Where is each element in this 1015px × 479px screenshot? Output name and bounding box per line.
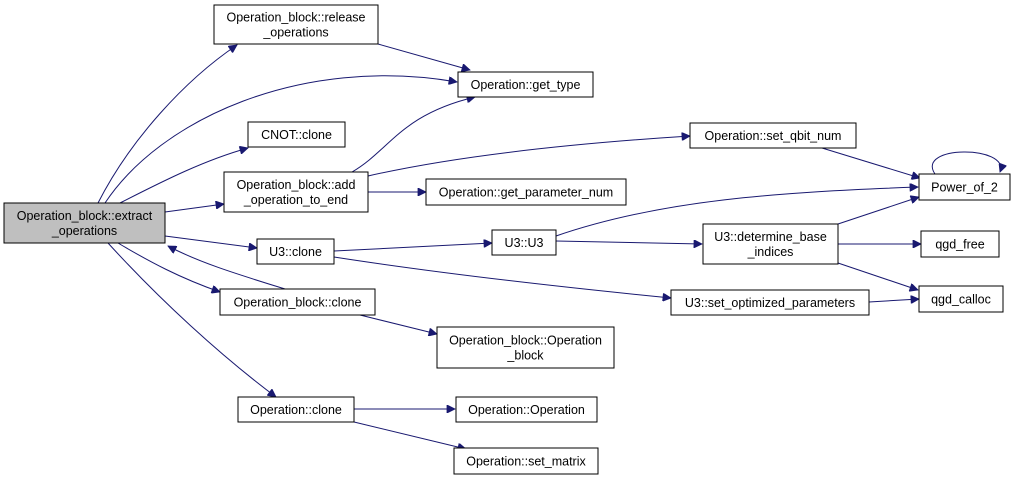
node-label-line: _operations <box>262 26 328 40</box>
edge-operation-clone-to-set-matrix <box>353 421 466 449</box>
edge-determine-to-power <box>837 197 919 225</box>
node-label-line: U3::U3 <box>505 236 544 250</box>
node-power-of-2[interactable]: Power_of_2 <box>918 173 1011 201</box>
node-operation-ctor[interactable]: Operation::Operation <box>455 396 598 423</box>
edge-determine-to-qgd-calloc <box>837 262 918 290</box>
node-label-line: _operations <box>51 224 117 238</box>
edge-u3-u3-to-determine <box>555 241 702 244</box>
node-label-line: Operation_block::release <box>227 11 366 25</box>
node-label-line: CNOT::clone <box>261 128 332 142</box>
node-label-line: Operation::clone <box>250 403 342 417</box>
node-label-line: _operation_to_end <box>243 193 348 207</box>
node-determine-base-indices[interactable]: U3::determine_base_indices <box>702 223 839 265</box>
node-get-parameter-num[interactable]: Operation::get_parameter_num <box>425 178 627 206</box>
node-label-line: _indices <box>747 245 794 259</box>
node-label-line: Operation::get_parameter_num <box>439 186 613 200</box>
node-extract-operations[interactable]: Operation_block::extract_operations <box>3 202 166 244</box>
nodes: Operation_block::extract_operations Oper… <box>3 4 1011 475</box>
node-label-line: Operation_block::extract <box>17 209 153 223</box>
node-u3-u3[interactable]: U3::U3 <box>491 229 557 256</box>
edge-operation-block-clone-to-extract <box>168 245 286 290</box>
node-set-qbit-num[interactable]: Operation::set_qbit_num <box>689 122 857 149</box>
node-set-optimized-parameters[interactable]: U3::set_optimized_parameters <box>670 289 870 316</box>
edge-extract-to-operation-clone <box>107 242 276 397</box>
edge-extract-to-release <box>97 45 237 204</box>
node-cnot-clone[interactable]: CNOT::clone <box>247 121 346 148</box>
node-qgd-calloc[interactable]: qgd_calloc <box>918 285 1004 313</box>
node-get-type[interactable]: Operation::get_type <box>457 71 594 98</box>
node-label-line: U3::set_optimized_parameters <box>685 296 855 310</box>
node-label-line: Operation::get_type <box>471 78 581 92</box>
node-label-line: Operation::set_qbit_num <box>705 129 842 143</box>
node-release-operations[interactable]: Operation_block::release_operations <box>213 4 379 45</box>
node-label-line: qgd_free <box>935 238 984 252</box>
node-label-line: Operation_block::add <box>237 178 356 192</box>
node-u3-clone[interactable]: U3::clone <box>256 238 335 265</box>
node-operation-block-ctor[interactable]: Operation_block::Operation_block <box>436 326 615 369</box>
edge-release-to-get-type <box>377 43 470 70</box>
node-qgd-free[interactable]: qgd_free <box>920 230 1000 258</box>
node-operation-block-clone[interactable]: Operation_block::clone <box>219 288 376 316</box>
edge-extract-to-add-operation <box>164 204 224 213</box>
node-label-line: qgd_calloc <box>931 293 991 307</box>
edge-add-to-set-qbit-num <box>367 136 690 177</box>
node-label-line: Operation_block::Operation <box>449 334 602 348</box>
node-operation-clone[interactable]: Operation::clone <box>237 396 355 423</box>
edge-u3-u3-to-power <box>555 187 918 237</box>
node-label-line: Operation::Operation <box>468 403 585 417</box>
node-label-line: U3::determine_base <box>714 230 827 244</box>
node-label-line: Operation_block::clone <box>234 296 362 310</box>
edge-operation-block-clone-to-ctor <box>359 314 437 334</box>
edge-extract-to-cnot-clone <box>119 148 248 204</box>
edges <box>97 43 1001 449</box>
node-label-line: Power_of_2 <box>931 181 998 195</box>
edge-set-qbit-num-to-power <box>821 147 920 178</box>
node-add-operation-to-end[interactable]: Operation_block::add_operation_to_end <box>223 171 369 213</box>
node-label-line: _block <box>506 349 544 363</box>
edge-extract-to-get-type <box>104 75 457 204</box>
edge-u3-clone-to-u3-u3 <box>333 243 492 252</box>
edge-power-self-loop <box>931 151 1001 175</box>
edge-add-to-get-type <box>351 97 475 173</box>
edge-extract-to-u3-clone <box>164 235 257 248</box>
node-set-matrix[interactable]: Operation::set_matrix <box>453 447 599 475</box>
node-label-line: Operation::set_matrix <box>466 455 586 469</box>
edge-extract-to-operation-block-clone <box>117 242 220 292</box>
node-label-line: U3::clone <box>269 245 322 259</box>
edge-set-optimized-to-qgd-calloc <box>868 299 919 302</box>
edge-u3-clone-to-set-optimized <box>333 256 671 298</box>
